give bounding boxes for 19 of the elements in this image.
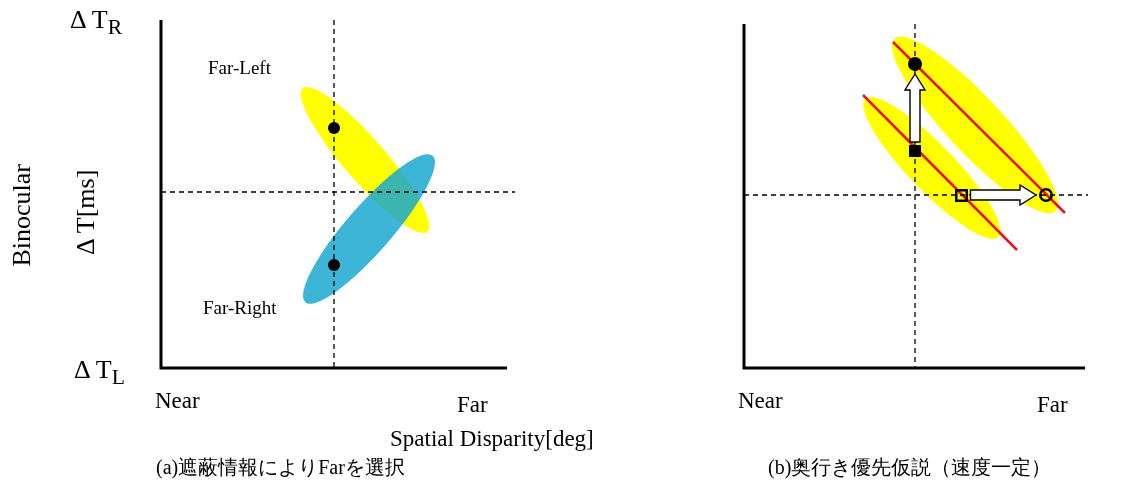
panel-caption: (a)遮蔽情報によりFarを選択 (156, 456, 405, 478)
axis-title: Spatial Disparity[deg] (390, 425, 594, 451)
axis-end-label: Far (457, 392, 488, 418)
axis-end-label: Near (155, 388, 200, 414)
region-label: Far-Right (203, 298, 277, 319)
axis-title: Binocular (7, 163, 37, 267)
axis-end-label: Δ T$_{R}$ (70, 6, 123, 40)
axis-end-label: Near (738, 388, 783, 414)
panel-caption: (b)奥行き優先仮説（速度一定） (768, 456, 1052, 478)
block-arrow (969, 183, 1038, 207)
block-arrow (903, 72, 927, 143)
circle-marker (908, 57, 922, 71)
axis-title: Δ T[ms] (71, 169, 101, 255)
circle-marker (1039, 188, 1053, 202)
axis-end-label: Far (1037, 392, 1068, 418)
square-marker (909, 145, 921, 157)
region-label: Far-Left (208, 58, 271, 79)
square-marker (954, 188, 968, 202)
axis-end-label: Δ T$_{L}$ (74, 356, 125, 390)
